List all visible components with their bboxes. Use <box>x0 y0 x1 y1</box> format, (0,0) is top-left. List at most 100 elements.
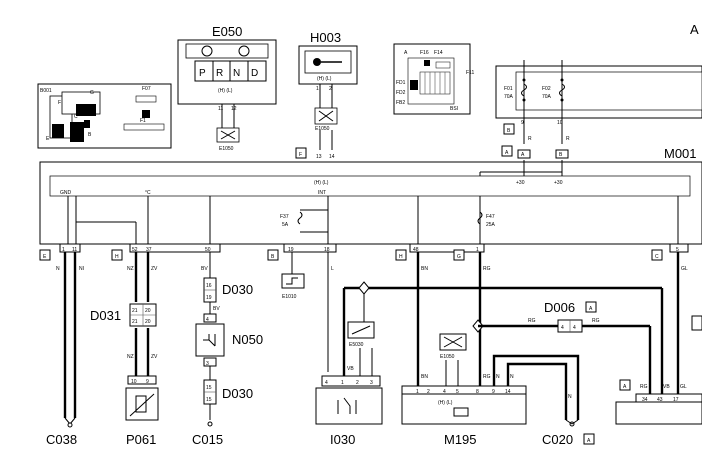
h003-component: H003 (H) (L) 1 2 E1050 <box>298 30 358 150</box>
svg-text:N: N <box>568 394 572 400</box>
c038-branch: N NI C038 <box>46 252 84 447</box>
svg-text:20: 20 <box>145 319 151 325</box>
b001-panel: B001 F G C A E B F07 F1 <box>37 83 172 149</box>
svg-text:4: 4 <box>573 325 576 331</box>
svg-text:9: 9 <box>492 389 495 395</box>
svg-text:L: L <box>331 266 334 272</box>
svg-text:1: 1 <box>316 86 319 92</box>
svg-text:F02: F02 <box>542 86 551 92</box>
svg-text:2: 2 <box>329 86 332 92</box>
svg-text:3: 3 <box>370 380 373 386</box>
svg-text:A: A <box>505 150 509 156</box>
maxi-fuse-module: F01 70A F02 70A 9 10 B R R A A B <box>495 60 702 159</box>
svg-text:20: 20 <box>145 308 151 314</box>
svg-text:RG: RG <box>592 318 600 324</box>
svg-text:BV: BV <box>213 306 220 312</box>
svg-text:70A: 70A <box>504 94 514 100</box>
svg-text:25A: 25A <box>486 222 496 228</box>
svg-text:C: C <box>655 254 659 260</box>
svg-text:21: 21 <box>132 308 138 314</box>
corner-label: A <box>690 22 699 37</box>
svg-text:A: A <box>521 152 525 158</box>
svg-text:GND: GND <box>60 190 72 196</box>
svg-text:NI: NI <box>79 266 84 272</box>
svg-text:RG: RG <box>483 374 491 380</box>
svg-text:48: 48 <box>413 247 419 253</box>
svg-text:E5030: E5030 <box>349 342 364 348</box>
svg-text:RG: RG <box>640 384 648 390</box>
svg-text:F1: F1 <box>140 118 146 124</box>
svg-text:14: 14 <box>329 154 335 160</box>
svg-text:VB: VB <box>663 384 670 390</box>
svg-text:70A: 70A <box>542 94 552 100</box>
svg-text:FD2: FD2 <box>396 90 406 96</box>
svg-text:1: 1 <box>62 247 65 253</box>
svg-text:R: R <box>528 136 532 142</box>
svg-text:2: 2 <box>427 389 430 395</box>
svg-text:C: C <box>74 114 78 120</box>
svg-text:F37: F37 <box>280 214 289 220</box>
d006-component: D006 A 4 4 RG GL RG VB GL <box>544 252 688 394</box>
svg-text:17: 17 <box>673 397 679 403</box>
svg-text:(H) (L): (H) (L) <box>218 88 233 94</box>
svg-text:11: 11 <box>218 106 223 112</box>
svg-text:F07: F07 <box>142 86 151 92</box>
svg-text:(H) (L): (H) (L) <box>314 180 329 186</box>
svg-text:+30: +30 <box>516 180 525 186</box>
c020-label: C020 <box>542 432 573 447</box>
svg-text:FB2: FB2 <box>396 100 405 106</box>
e1010-branch: E1010 <box>281 252 305 300</box>
svg-text:E: E <box>46 136 50 142</box>
svg-text:10: 10 <box>131 379 137 385</box>
svg-text:P: P <box>199 68 206 79</box>
svg-text:4: 4 <box>561 325 564 331</box>
svg-text:A: A <box>587 438 591 444</box>
svg-text:(H) (L): (H) (L) <box>317 76 332 82</box>
d006-label: D006 <box>544 300 575 315</box>
svg-text:F14: F14 <box>434 50 443 56</box>
svg-text:1: 1 <box>341 380 344 386</box>
svg-text:VB: VB <box>347 366 354 372</box>
c015-branch: BV 16 19 D030 BV 4 N050 3 15 15 D030 C01… <box>192 252 263 447</box>
svg-text:8: 8 <box>476 389 479 395</box>
svg-text:D: D <box>251 68 258 79</box>
svg-text:43: 43 <box>657 397 663 403</box>
svg-text:+30: +30 <box>554 180 563 186</box>
p061-branch: NZ ZV 21 20 21 20 D031 NZ ZV 10 9 P061 <box>90 252 159 447</box>
e050-label: E050 <box>212 24 242 39</box>
svg-text:E: E <box>43 254 47 260</box>
svg-text:°C: °C <box>145 190 151 196</box>
i030-branch: L 4 1 2 3 I030 VB E5030 <box>315 252 662 447</box>
svg-text:1: 1 <box>416 389 419 395</box>
svg-text:FD1: FD1 <box>396 80 406 86</box>
svg-text:GL: GL <box>680 384 687 390</box>
svg-text:F: F <box>58 100 61 106</box>
svg-text:4: 4 <box>206 317 209 323</box>
svg-text:RG: RG <box>483 266 491 272</box>
svg-text:B: B <box>507 128 511 134</box>
svg-text:F: F <box>299 152 302 158</box>
p061-label: P061 <box>126 432 156 447</box>
svg-text:B: B <box>559 152 563 158</box>
svg-text:F16: F16 <box>420 50 429 56</box>
svg-text:R: R <box>216 68 223 79</box>
svg-text:N: N <box>56 266 60 272</box>
svg-text:14: 14 <box>505 389 511 395</box>
svg-text:5: 5 <box>676 247 679 253</box>
bottom-connectors: 1 11 52 37 50 19 18 48 1 5 E H B H G C <box>39 243 689 261</box>
svg-text:RG: RG <box>528 318 536 324</box>
m195-branch: BN BN 1 2 4 5 8 9 14 (H) (L) M195 E1050 … <box>401 252 595 447</box>
b001-label: B001 <box>40 88 52 94</box>
svg-text:50: 50 <box>205 247 211 253</box>
d030b-label: D030 <box>222 386 253 401</box>
svg-text:BSI: BSI <box>450 106 458 112</box>
svg-text:5: 5 <box>456 389 459 395</box>
svg-text:ZV: ZV <box>151 266 158 272</box>
svg-text:INT: INT <box>318 190 326 196</box>
svg-text:1: 1 <box>476 247 479 253</box>
svg-text:BN: BN <box>421 374 428 380</box>
svg-text:5A: 5A <box>282 222 289 228</box>
svg-text:37: 37 <box>146 247 152 253</box>
i030-label: I030 <box>330 432 355 447</box>
